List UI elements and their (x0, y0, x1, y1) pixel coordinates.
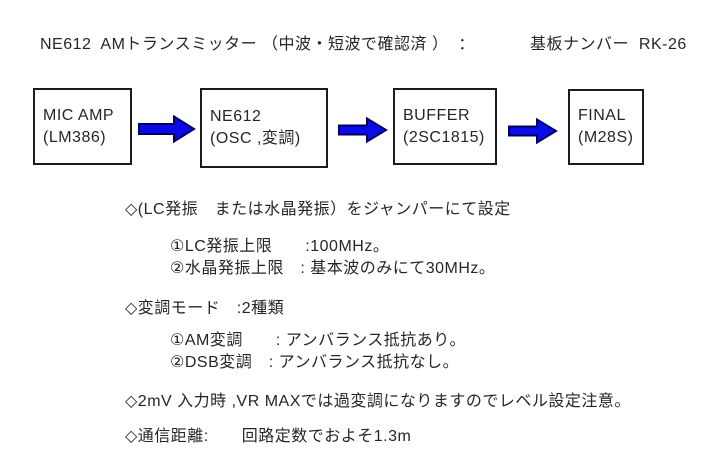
block-buffer: BUFFER (2SC1815) (393, 88, 497, 165)
note-jumper-item-crystal: ②水晶発振上限 : 基本波のみにて30MHz。 (170, 260, 496, 277)
block-buffer-title: BUFFER (403, 106, 470, 124)
board-number-label: 基板ナンバー RK-26 (530, 36, 687, 53)
flow-arrow-icon (138, 115, 196, 143)
block-final-title: FINAL (578, 107, 626, 124)
block-final: FINAL (M28S) (568, 89, 644, 165)
block-mic-amp: MIC AMP (LM386) (33, 88, 132, 165)
note-communication-range: ◇通信距離: 回路定数でおよそ1.3m (125, 428, 412, 445)
flow-arrow-icon (508, 118, 558, 144)
block-final-part: (M28S) (578, 129, 634, 146)
block-ne612-title: NE612 (210, 108, 262, 125)
block-ne612-part: (OSC ,変調) (210, 130, 301, 147)
note-input-level: ◇2mV 入力時 ,VR MAXでは過変調になりますのでレベル設定注意。 (125, 393, 631, 410)
note-modulation-item-am: ①AM変調 : アンバランス抵抗あり。 (170, 332, 466, 349)
block-mic-amp-title: MIC AMP (43, 106, 115, 124)
note-jumper-item-lc: ①LC発振上限 :100MHz。 (170, 238, 390, 255)
note-jumper-heading: ◇(LC発振 または水晶発振）をジャンパーにて設定 (125, 201, 511, 218)
flow-arrow-icon (338, 117, 388, 143)
note-modulation-heading: ◇変調モード :2種類 (125, 300, 285, 317)
block-ne612: NE612 (OSC ,変調) (200, 88, 328, 168)
block-buffer-part: (2SC1815) (403, 128, 485, 146)
page-title: NE612 AMトランスミッター （中波・短波で確認済 ） ： (40, 36, 475, 53)
note-modulation-item-dsb: ②DSB変調 : アンバランス抵抗なし。 (170, 354, 460, 371)
block-mic-amp-part: (LM386) (43, 128, 107, 146)
